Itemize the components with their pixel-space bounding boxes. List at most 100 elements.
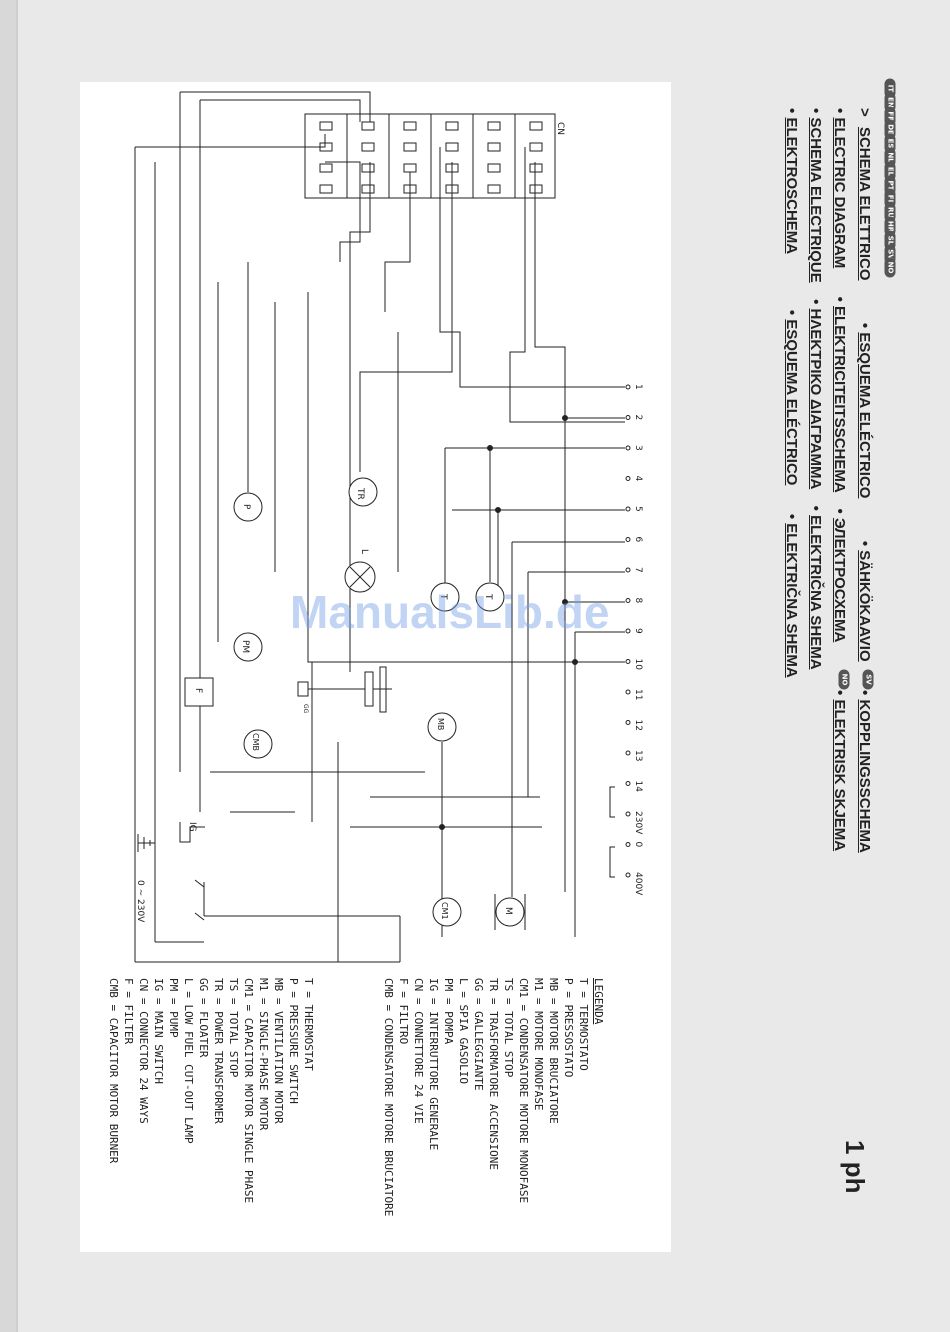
title-el: ΗΛΕΚΤΡΙΚΟ ΔΙΑΓΡΑΜΜΑ bbox=[807, 308, 824, 490]
terminal-label: 1 bbox=[633, 384, 643, 390]
phase-label: 1 ph bbox=[840, 1140, 870, 1194]
terminal-dot bbox=[625, 842, 631, 847]
legend-it-item: IG = INTERRUTTORE GENERALE bbox=[427, 978, 440, 1151]
connector-pin bbox=[445, 142, 459, 152]
mb-circle bbox=[427, 712, 457, 742]
connector-pin bbox=[319, 184, 333, 194]
legend-en-item: PM = PUMP bbox=[167, 978, 180, 1038]
legend-it-item: T = TERMOSTATO bbox=[577, 978, 590, 1071]
terminal-dot bbox=[625, 659, 631, 664]
title-ru: ЭЛЕКТРОСХЕМА bbox=[831, 517, 848, 643]
lang-pill-no: NO bbox=[884, 257, 896, 278]
t2-circle bbox=[475, 582, 505, 612]
title-arrow: > bbox=[856, 108, 873, 117]
title-column-1: > SCHEMA ELETTRICO • ESQUEMA ELÉCTRICO •… bbox=[856, 108, 873, 662]
legend-en-item: IG = MAIN SWITCH bbox=[152, 978, 165, 1084]
bullet: • bbox=[783, 309, 800, 316]
label-tr: TR bbox=[355, 487, 365, 500]
connector-pin bbox=[403, 163, 417, 173]
label-t2: T bbox=[483, 593, 493, 600]
connector-pin bbox=[319, 163, 333, 173]
cm1-circle bbox=[432, 897, 462, 927]
connector-pin bbox=[361, 142, 375, 152]
terminal-dot bbox=[625, 415, 631, 420]
legend-it-item: PM = POMPA bbox=[442, 978, 455, 1045]
title-en: ELECTRIC DIAGRAM bbox=[831, 117, 848, 269]
connector-pin bbox=[529, 142, 543, 152]
terminal-label: 5 bbox=[633, 506, 643, 512]
terminal-label: 3 bbox=[633, 445, 643, 451]
terminal-dot bbox=[625, 781, 631, 786]
diagram-panel: CN TR P PM L T T MB CMB F GG M CM1 IG 0 … bbox=[80, 82, 671, 1252]
terminal-dot bbox=[625, 628, 631, 634]
t1-circle bbox=[430, 582, 460, 612]
title-pt: ESQUEMA ELÉCTRICO bbox=[783, 319, 800, 486]
title-column-2: • ELECTRIC DIAGRAM • ELEKTRICITEITSSCHEM… bbox=[831, 108, 848, 642]
legend-en-item: CM1 = CAPACITOR MOTOR SINGLE PHASE bbox=[242, 978, 255, 1204]
terminal-dot bbox=[625, 750, 631, 756]
label-cmb: CMB bbox=[251, 733, 260, 751]
terminal-label: 4 bbox=[633, 476, 643, 482]
title-column-3: • SCHEMA ELECTRIQUE • ΗΛΕΚΤΡΙΚΟ ΔΙΑΓΡΑΜΜ… bbox=[807, 108, 824, 670]
cn-label: CN bbox=[555, 122, 565, 135]
terminal-label: 6 bbox=[633, 537, 643, 543]
connector-pin bbox=[319, 121, 333, 131]
terminal-label: 13 bbox=[633, 750, 643, 761]
legend-en-item: TR = POWER TRANSFORMER bbox=[212, 978, 225, 1124]
legend-it-item: P = PRESSOSTATO bbox=[562, 978, 575, 1078]
title-it: SCHEMA ELETTRICO bbox=[856, 126, 873, 281]
f-box bbox=[184, 677, 214, 707]
label-mb: MB bbox=[436, 718, 445, 730]
terminal-label: 11 bbox=[633, 689, 643, 700]
legend-it-item: L = SPIA GASOLIO bbox=[457, 978, 470, 1084]
connector-pin bbox=[487, 121, 501, 131]
title-no: • ELEKTRISK SKJEMA bbox=[831, 690, 848, 852]
connector-block bbox=[304, 113, 556, 199]
label-l: L bbox=[359, 549, 369, 554]
m1-circle bbox=[495, 897, 525, 927]
terminal-dot bbox=[625, 689, 631, 695]
title-column-4: • ELEKTROSCHEMA • ESQUEMA ELÉCTRICO • EL… bbox=[783, 108, 800, 678]
bullet: • bbox=[807, 108, 824, 114]
bullet: • bbox=[831, 690, 848, 696]
bullet: • bbox=[807, 299, 824, 305]
terminal-dot bbox=[625, 872, 631, 878]
legend-en-item: GG = FLOATER bbox=[197, 978, 210, 1058]
legend-en-item: TS = TOTAL STOP bbox=[227, 978, 240, 1078]
terminal-label: 7 bbox=[633, 567, 643, 573]
page-edge bbox=[0, 0, 18, 1332]
wiring-diagram: CN TR P PM L T T MB CMB F GG M CM1 IG 0 … bbox=[134, 91, 643, 963]
terminal-dot bbox=[625, 537, 631, 542]
bullet: • bbox=[856, 322, 873, 329]
terminal-dot bbox=[625, 720, 631, 725]
legend-en-item: F = FILTER bbox=[122, 978, 135, 1045]
terminal-label: 14 bbox=[633, 781, 643, 793]
label-ig: IG bbox=[187, 822, 197, 832]
terminal-label: 400V bbox=[633, 872, 643, 896]
connector-pin bbox=[487, 142, 501, 152]
label-gg: GG bbox=[302, 704, 309, 714]
terminal-label: 0 bbox=[633, 842, 643, 848]
connector-pin bbox=[403, 121, 417, 131]
label-pm: PM bbox=[240, 640, 250, 653]
diagram-labels: CN TR P PM L T T MB CMB F GG M CM1 IG 0 … bbox=[135, 122, 643, 923]
wires bbox=[134, 91, 631, 963]
connector-pin bbox=[403, 142, 417, 152]
bullet: • bbox=[831, 108, 848, 114]
terminal-label: 9 bbox=[633, 628, 643, 634]
title-de: ELEKTROSCHEMA bbox=[783, 117, 800, 254]
legend-it-item: CM1 = CONDENSATORE MOTORE MONOFASE bbox=[517, 978, 530, 1204]
terminal-dot bbox=[625, 506, 631, 512]
legend-it-item: TS = TOTAL STOP bbox=[502, 978, 515, 1078]
legend-en-item: T = THERMOSTAT bbox=[302, 978, 315, 1071]
title-fi: SÄHKÖKAAVIO bbox=[856, 550, 873, 662]
label-t1: T bbox=[438, 593, 448, 600]
legend-en-item: CN = CONNECTOR 24 WAYS bbox=[137, 978, 150, 1124]
tr-circle bbox=[348, 477, 378, 507]
legend-it-item: F = FILTRO bbox=[397, 978, 410, 1045]
p-circle bbox=[233, 492, 263, 522]
legend-it-item: MB = MOTORE BRUCIATORE bbox=[547, 978, 560, 1124]
watermark: ManualsLib.de bbox=[290, 586, 610, 638]
lang-pill-sv: SV bbox=[862, 669, 874, 690]
terminal-label: 230V bbox=[633, 811, 643, 835]
